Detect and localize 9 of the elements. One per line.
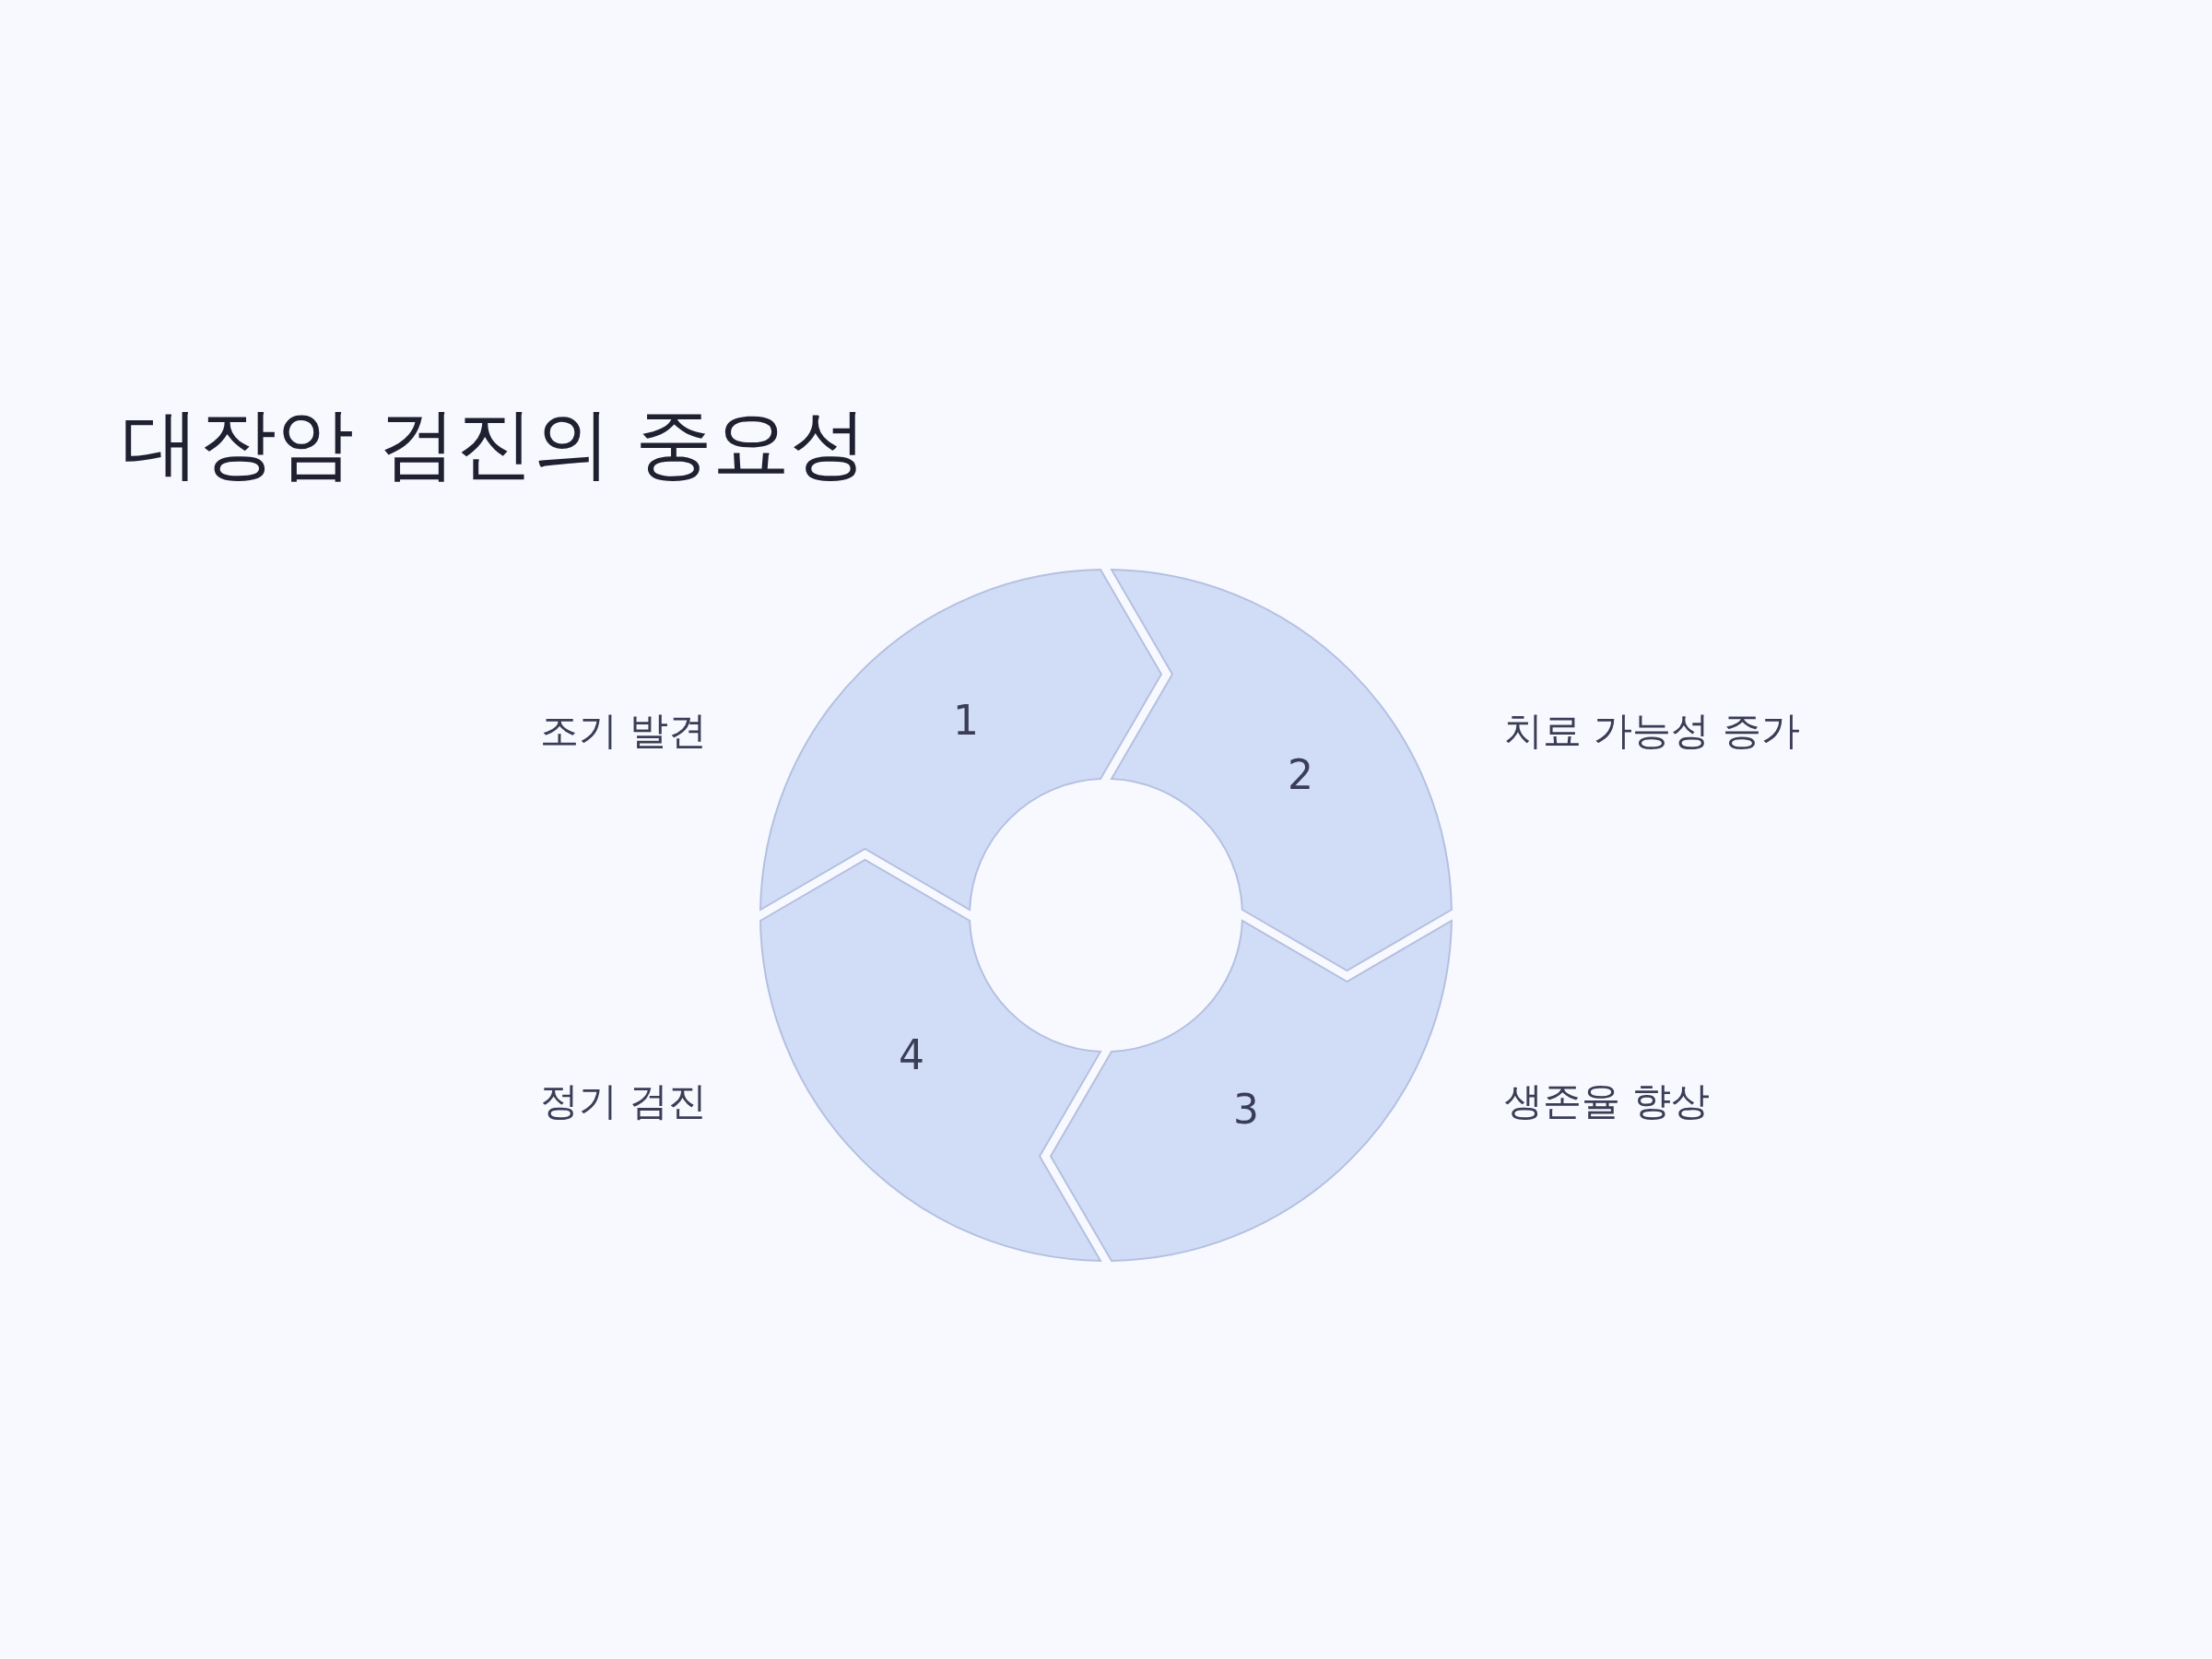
step-number: 3 — [1233, 1089, 1259, 1130]
step-label: 정기 검진 — [540, 1077, 708, 1125]
step-label: 치료 가능성 증가 — [1504, 707, 1800, 755]
step-number: 2 — [1288, 755, 1313, 795]
step-number: 4 — [899, 1035, 924, 1076]
step-number: 1 — [953, 700, 979, 741]
step-label: 조기 발견 — [540, 707, 708, 755]
step-label: 생존율 향상 — [1504, 1077, 1711, 1125]
title: 대장암 검진의 중요성 — [122, 397, 868, 490]
